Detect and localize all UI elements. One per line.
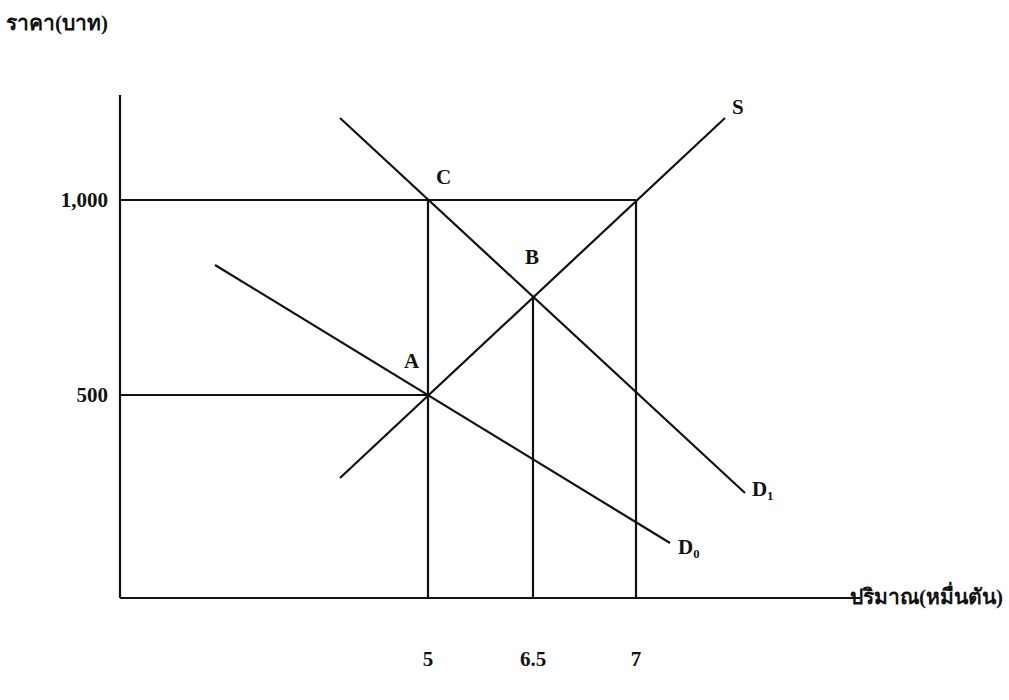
axis-title: ปริมาณ(หมื่นตัน) — [850, 586, 1003, 609]
tick-label: 7 — [631, 648, 642, 671]
guide-line — [635, 200, 637, 598]
curve-label: D₁ — [752, 478, 773, 501]
guide-line — [120, 199, 636, 201]
axis-title: ราคา(บาท) — [6, 12, 108, 35]
tick-label: 5 — [423, 648, 434, 671]
guide-line — [532, 297, 534, 598]
tick-label: 500 — [77, 384, 109, 407]
tick-label: 6.5 — [520, 648, 546, 671]
point-label: B — [525, 246, 539, 269]
guide-line — [120, 394, 428, 396]
point-label: C — [436, 166, 451, 189]
curve-label: D₀ — [678, 536, 699, 559]
guide-line — [427, 200, 429, 598]
curve-label: S — [732, 96, 744, 119]
point-label: A — [404, 350, 419, 373]
tick-label: 1,000 — [61, 189, 108, 212]
demand-curve — [215, 265, 670, 543]
demand-curve — [340, 118, 745, 493]
y-axis — [119, 95, 121, 598]
x-axis — [120, 597, 860, 599]
